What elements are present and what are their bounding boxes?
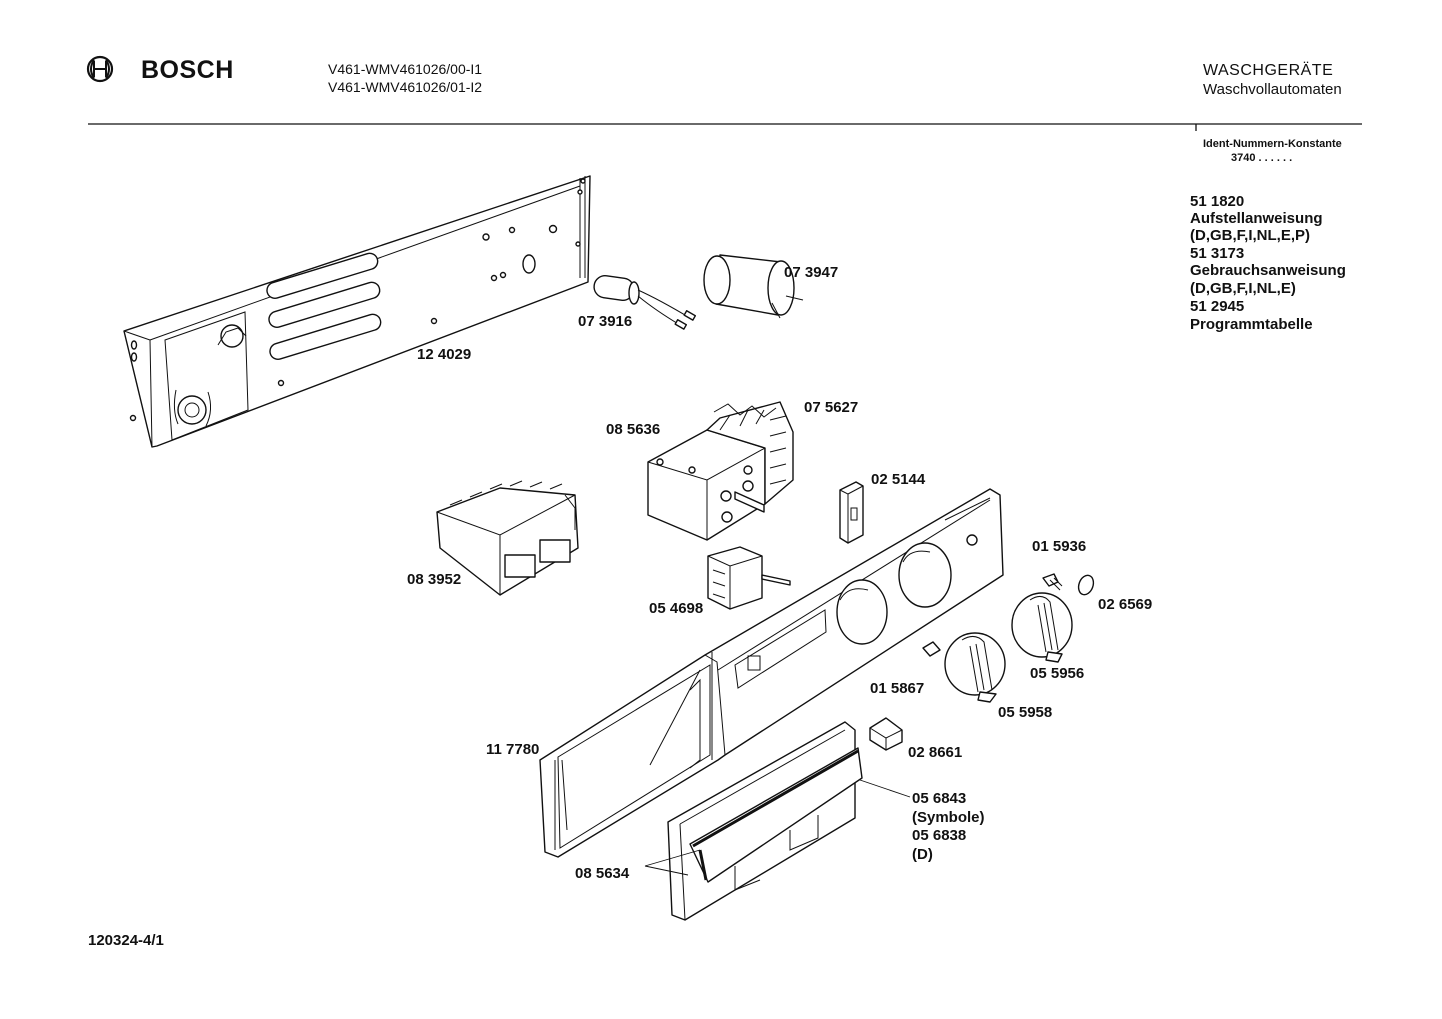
selector-switch-drawing <box>436 480 579 596</box>
part-label-085636: 08 5636 <box>606 421 660 438</box>
model-number-1: V461-WMV461026/00-I1 <box>328 61 482 77</box>
ident-title: Ident-Nummern-Konstante <box>1203 138 1342 150</box>
spring-clip-drawing <box>922 641 941 657</box>
doc-line: (D,GB,F,I,NL,E) <box>1190 280 1296 297</box>
brand-name: BOSCH <box>141 56 234 84</box>
part-label-056838: 05 6838 <box>912 827 966 844</box>
part-label-054698: 05 4698 <box>649 600 703 617</box>
part-label-056843-note: (Symbole) <box>912 809 985 826</box>
model-number-2: V461-WMV461026/01-I2 <box>328 79 482 95</box>
category-subtitle: Waschvollautomaten <box>1203 81 1342 98</box>
leader-lines <box>644 779 911 876</box>
document-list: 51 1820 Aufstellanweisung (D,GB,F,I,NL,E… <box>1190 193 1346 333</box>
capacitor-small-drawing <box>593 275 697 330</box>
part-label-085634: 08 5634 <box>575 865 630 882</box>
part-label-073947: 07 3947 <box>784 264 838 281</box>
doc-line: Aufstellanweisung <box>1190 210 1323 227</box>
contact-spring-drawing <box>839 481 864 544</box>
part-label-026569: 02 6569 <box>1098 596 1152 613</box>
doc-line: 51 3173 <box>1190 245 1244 262</box>
part-label-028661: 02 8661 <box>908 744 962 761</box>
doc-line: (D,GB,F,I,NL,E,P) <box>1190 227 1310 244</box>
part-label-075627: 07 5627 <box>804 399 858 416</box>
push-button-drawing <box>869 717 903 751</box>
lamp-cap-drawing <box>1077 574 1095 596</box>
program-timer-drawing <box>647 401 794 541</box>
knob-large-drawing <box>1011 592 1073 663</box>
part-label-083952: 08 3952 <box>407 571 461 588</box>
doc-line: Gebrauchsanweisung <box>1190 262 1346 279</box>
drawing-number: 120324-4/1 <box>88 932 164 949</box>
part-label-015867: 01 5867 <box>870 680 924 697</box>
doc-line: 51 2945 <box>1190 298 1244 315</box>
part-label-025144: 02 5144 <box>871 471 926 488</box>
temperature-switch-drawing <box>707 546 791 610</box>
screw-drawing <box>1042 573 1063 591</box>
bosch-logo-icon <box>86 55 114 83</box>
rear-panel-drawing <box>123 175 591 448</box>
part-label-015936: 01 5936 <box>1032 538 1086 555</box>
part-label-055956: 05 5956 <box>1030 665 1084 682</box>
detergent-drawer-drawing <box>667 721 863 921</box>
part-label-056843: 05 6843 <box>912 790 966 807</box>
doc-line: Programmtabelle <box>1190 316 1313 333</box>
knob-small-drawing <box>944 632 1006 703</box>
doc-line: 51 1820 <box>1190 193 1244 210</box>
part-label-124029: 12 4029 <box>417 346 471 363</box>
ident-value: 3740 . . . . . . <box>1231 152 1292 164</box>
part-label-055958: 05 5958 <box>998 704 1052 721</box>
part-label-073916: 07 3916 <box>578 313 632 330</box>
capacitor-large-drawing <box>703 254 804 319</box>
part-label-117780: 11 7780 <box>486 741 539 758</box>
control-panel-drawing <box>539 488 1004 858</box>
category-title: WASCHGERÄTE <box>1203 61 1333 79</box>
part-label-056838-note: (D) <box>912 846 933 863</box>
